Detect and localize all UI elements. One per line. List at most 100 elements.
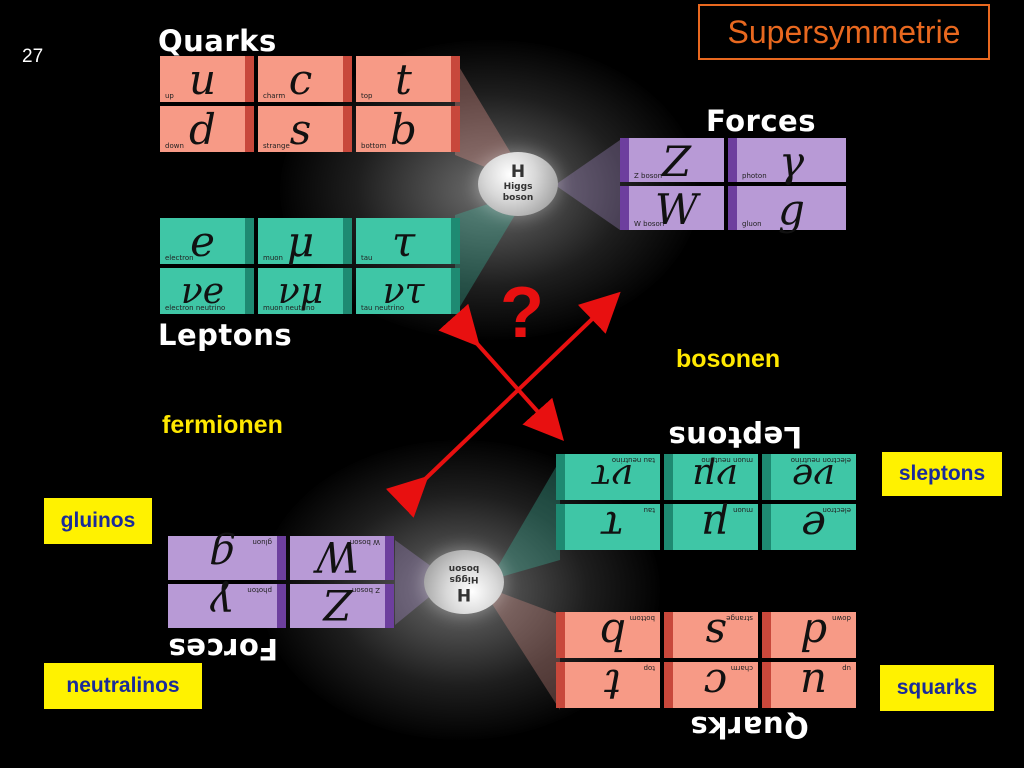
lepton-name: muon neutrino [263,304,315,312]
lepton-name: tau neutrino [611,456,655,464]
top-forces-label: Forces [706,104,816,138]
force-symbol: g [778,185,805,234]
lepton-symbol: e [190,217,215,266]
lepton-name: electron [822,506,851,514]
force-symbol: γ [778,137,805,186]
lepton-symbol: νμ [277,271,324,312]
quark-name: charm [263,92,286,100]
lepton-cell-tau: τ tau [356,218,460,264]
force-name: gluon [742,220,762,228]
gluinos-tag: gluinos [44,498,152,544]
bosonen-label: bosonen [676,345,781,373]
quark-name: bottom [629,614,655,622]
quark-symbol: c [288,55,313,104]
bottom-leptons-label: Leptons [668,420,803,454]
higgs-line2: boson [448,563,480,573]
higgs-symbol: H [456,584,472,604]
lepton-symbol: τ [391,217,416,266]
higgs-line1: Higgs [449,574,479,584]
squarks-tag: squarks [880,665,994,711]
quark-symbol: b [390,105,417,154]
quark-cell-up: u up [160,56,254,102]
quark-name: charm [730,664,753,672]
quark-name: strange [726,614,753,622]
slide-number: 27 [22,46,44,67]
force-cell-gluon: g gluon [728,185,846,234]
higgs-line2: boson [502,193,534,203]
lepton-name: muon [733,506,753,514]
quark-name: down [165,142,184,150]
quark-name: up [165,92,174,100]
lepton-name: muon neutrino [701,456,753,464]
question-mark: ? [500,273,544,353]
quark-name: bottom [361,142,387,150]
force-name: photon [247,586,272,594]
slide-title: Supersymmetrie [698,4,990,60]
lepton-name: tau [643,506,655,514]
force-name: Z boson [634,172,663,180]
lepton-symbol: μ [286,217,315,266]
higgs-symbol: H [510,162,526,182]
lepton-symbol: νe [180,271,225,312]
force-symbol: W [654,185,699,234]
top-quarks-label: Quarks [158,24,277,58]
bottom-higgs-boson: H Higgs boson [424,550,504,614]
sleptons-tag: sleptons [882,452,1002,496]
force-name: Z boson [351,586,380,594]
bottom-forces-label: Forces [168,632,278,666]
lepton-name: muon [263,254,283,262]
quark-symbol: d [189,105,216,154]
neutralinos-tag: neutralinos [44,663,202,709]
force-symbol: Z [661,137,692,186]
force-name: W boson [634,220,665,228]
quark-name: down [832,614,851,622]
force-name: photon [742,172,767,180]
lepton-name: electron neutrino [790,456,851,464]
quark-symbol: s [289,105,312,154]
higgs-line1: Higgs [503,182,533,192]
top-higgs-boson: H Higgs boson [478,152,558,216]
lepton-name: electron [165,254,194,262]
bottom-quarks-label: Quarks [690,710,809,744]
force-name: W boson [349,538,380,546]
quark-name: top [361,92,373,100]
top-leptons-label: Leptons [158,318,293,352]
quark-name: top [643,664,655,672]
quark-symbol: u [188,55,217,104]
fermionen-label: fermionen [162,411,283,439]
lepton-name: tau [361,254,373,262]
force-cell-photon: γ photon [728,137,846,186]
